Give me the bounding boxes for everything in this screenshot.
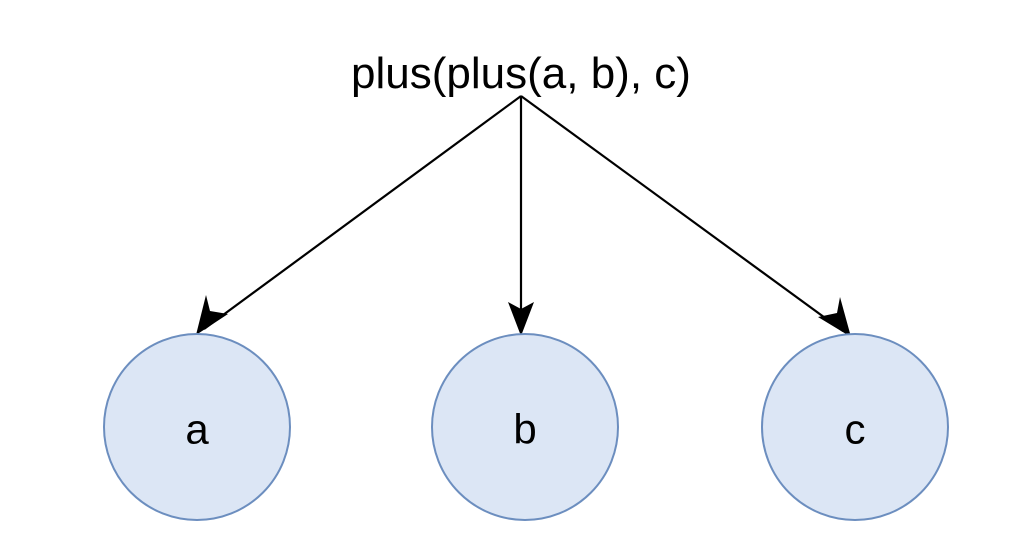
edge-root-to-b[interactable] [508, 96, 534, 336]
node-a[interactable]: a [103, 333, 291, 521]
node-b[interactable]: b [431, 333, 619, 521]
edge-group [196, 95, 851, 337]
arrowhead-icon-root-b [508, 302, 534, 336]
node-b-label: b [513, 406, 536, 453]
edge-line-root-c [520, 95, 844, 332]
arrowhead-icon-root-c [818, 297, 851, 337]
edge-line-root-a [203, 95, 522, 330]
arrowhead-icon-root-a [196, 295, 228, 335]
node-c-label: c [845, 406, 866, 453]
node-group: a b c [103, 333, 949, 521]
edge-root-to-a[interactable] [196, 95, 522, 335]
node-a-circle [103, 333, 291, 521]
node-b-circle [431, 333, 619, 521]
root-node-label: plus(plus(a, b), c) [351, 49, 691, 98]
edge-root-to-c[interactable] [520, 95, 851, 337]
node-c-circle [761, 333, 949, 521]
node-a-label: a [185, 406, 209, 453]
node-c[interactable]: c [761, 333, 949, 521]
